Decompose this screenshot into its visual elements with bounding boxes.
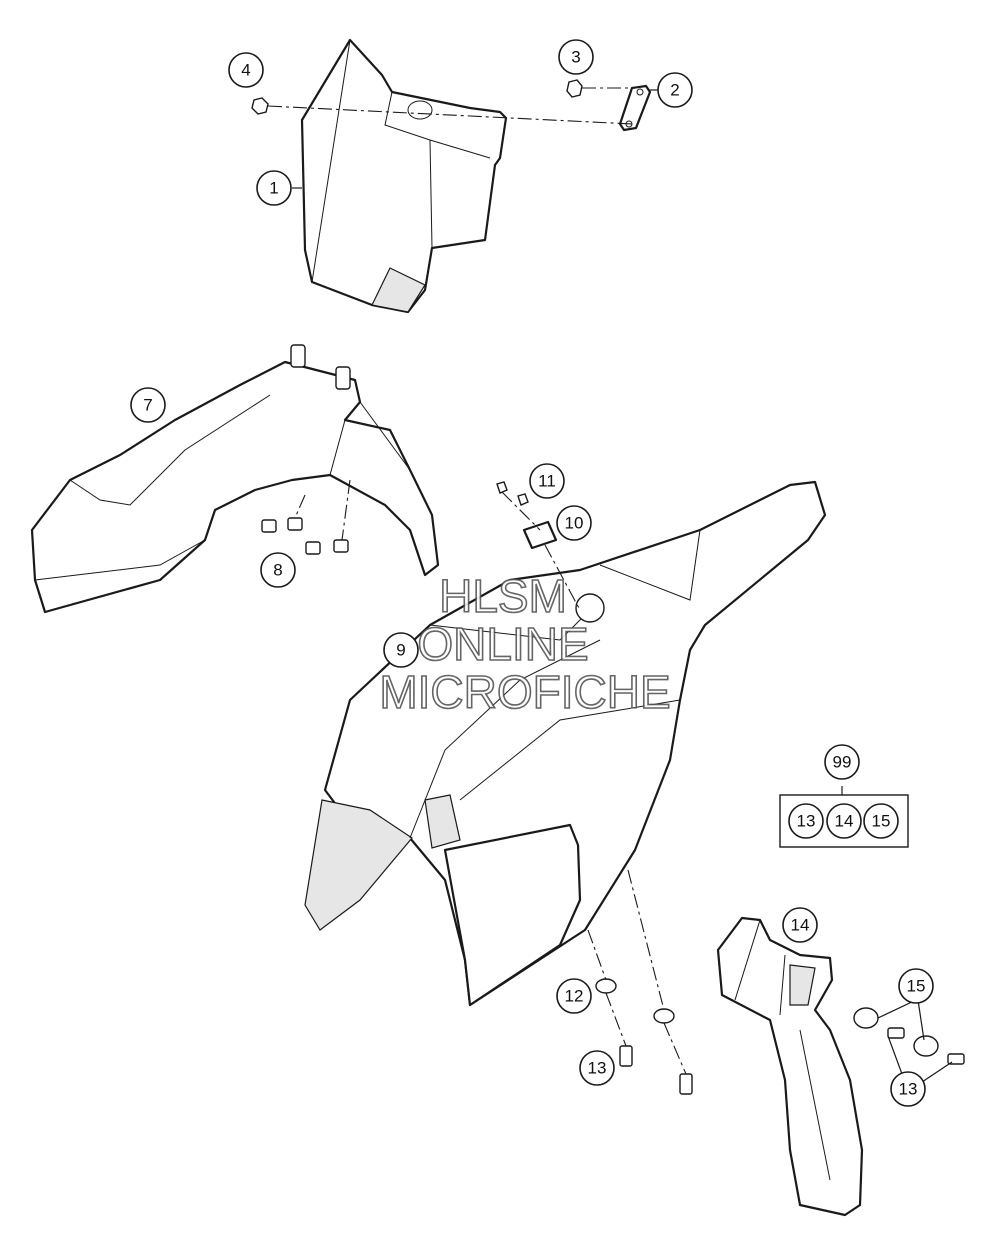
svg-text:15: 15	[872, 812, 891, 831]
callout-12: 12	[556, 978, 592, 1014]
rear-fender	[304, 480, 827, 1007]
svg-text:8: 8	[273, 561, 282, 580]
screw	[251, 97, 269, 115]
watermark: HLSM ONLINE MICROFICHE	[379, 569, 672, 719]
callout-13-left: 13	[579, 1050, 615, 1086]
grommets	[595, 978, 675, 1024]
svg-text:3: 3	[571, 48, 580, 67]
callout-1: 1	[256, 170, 292, 206]
side-panel	[716, 916, 864, 1217]
svg-text:2: 2	[670, 81, 679, 100]
svg-text:13: 13	[899, 1080, 918, 1099]
svg-text:4: 4	[241, 61, 250, 80]
svg-text:13: 13	[588, 1059, 607, 1078]
callout-13-right: 13	[890, 1071, 926, 1107]
callout-2: 2	[657, 72, 693, 108]
callout-15: 15	[898, 968, 934, 1004]
svg-text:10: 10	[565, 514, 584, 533]
callout-14: 14	[782, 907, 818, 943]
callout-7: 7	[130, 387, 166, 423]
front-fender	[30, 344, 440, 614]
kit-item-15: 15	[863, 803, 899, 839]
callout-9: 9	[383, 632, 419, 668]
side-panel-hardware	[853, 1007, 965, 1065]
number-plate	[300, 38, 508, 314]
svg-text:11: 11	[538, 472, 556, 491]
kit-item-14: 14	[826, 803, 862, 839]
svg-text:1: 1	[269, 179, 278, 198]
rear-fender-clip	[496, 481, 558, 550]
fender-screws	[261, 517, 349, 555]
watermark-line-2: ONLINE	[417, 618, 588, 670]
nut	[566, 79, 583, 98]
callout-99: 99	[824, 744, 860, 780]
callout-10: 10	[556, 505, 592, 541]
svg-text:15: 15	[907, 977, 926, 996]
svg-text:99: 99	[833, 753, 852, 772]
svg-text:14: 14	[835, 812, 854, 831]
callout-8: 8	[260, 552, 296, 588]
watermark-line-3: MICROFICHE	[379, 666, 670, 718]
svg-text:13: 13	[797, 812, 816, 831]
callout-4: 4	[228, 52, 264, 88]
svg-text:12: 12	[565, 987, 584, 1006]
callout-11: 11	[529, 463, 565, 499]
svg-text:14: 14	[791, 916, 810, 935]
callout-3: 3	[558, 39, 594, 75]
svg-text:7: 7	[143, 396, 152, 415]
rear-bolts	[619, 1045, 693, 1095]
watermark-line-1: HLSM	[439, 570, 567, 622]
kit-item-13: 13	[788, 803, 824, 839]
mounting-bracket	[618, 84, 652, 132]
svg-text:9: 9	[396, 641, 405, 660]
